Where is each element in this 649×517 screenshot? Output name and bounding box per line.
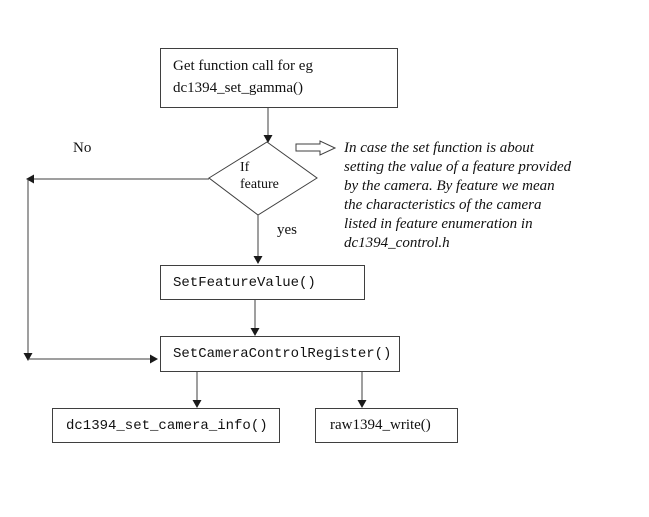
- annotation-line: the characteristics of the camera: [344, 197, 542, 213]
- decision-diamond-text: If feature: [240, 159, 279, 193]
- decision-line2: feature: [240, 177, 279, 192]
- annotation-line: setting the value of a feature provided: [344, 159, 572, 175]
- decision-line1: If: [240, 160, 250, 175]
- yes-branch-label: yes: [277, 222, 297, 238]
- annotation-line: listed in feature enumeration in: [344, 216, 533, 232]
- raw-write-label: raw1394_write(): [330, 417, 431, 433]
- connector-featurevalue-to-cameracontrol: [250, 300, 260, 336]
- start-box-line2: dc1394_set_gamma(): [173, 80, 303, 96]
- set-camera-info-label: dc1394_set_camera_info(): [66, 417, 268, 434]
- connector-cameracontrol-to-rawwrite: [357, 372, 367, 408]
- feature-value-label: SetFeatureValue(): [173, 274, 316, 291]
- set-camera-info-box: dc1394_set_camera_info(): [52, 408, 280, 443]
- annotation-line: dc1394_control.h: [344, 235, 450, 251]
- connector-no-path: [23, 174, 209, 364]
- connector-cameracontrol-to-setcamerainfo: [192, 372, 202, 408]
- camera-control-box: SetCameraControlRegister(): [160, 336, 400, 372]
- no-branch-label: No: [73, 140, 92, 156]
- raw-write-box: raw1394_write(): [315, 408, 458, 443]
- connector-start-to-decision: [263, 108, 273, 143]
- start-box-line1: Get function call for eg: [173, 58, 313, 74]
- block-arrow-icon: [295, 140, 337, 156]
- feature-value-box: SetFeatureValue(): [160, 265, 365, 300]
- start-box: Get function call for eg dc1394_set_gamm…: [160, 48, 398, 108]
- annotation-line: by the camera. By feature we mean: [344, 178, 555, 194]
- connector-decision-to-featurevalue: [253, 215, 263, 264]
- annotation-line: In case the set function is about: [344, 140, 534, 156]
- camera-control-label: SetCameraControlRegister(): [173, 346, 392, 362]
- annotation-note: In case the set function is about settin…: [344, 139, 571, 253]
